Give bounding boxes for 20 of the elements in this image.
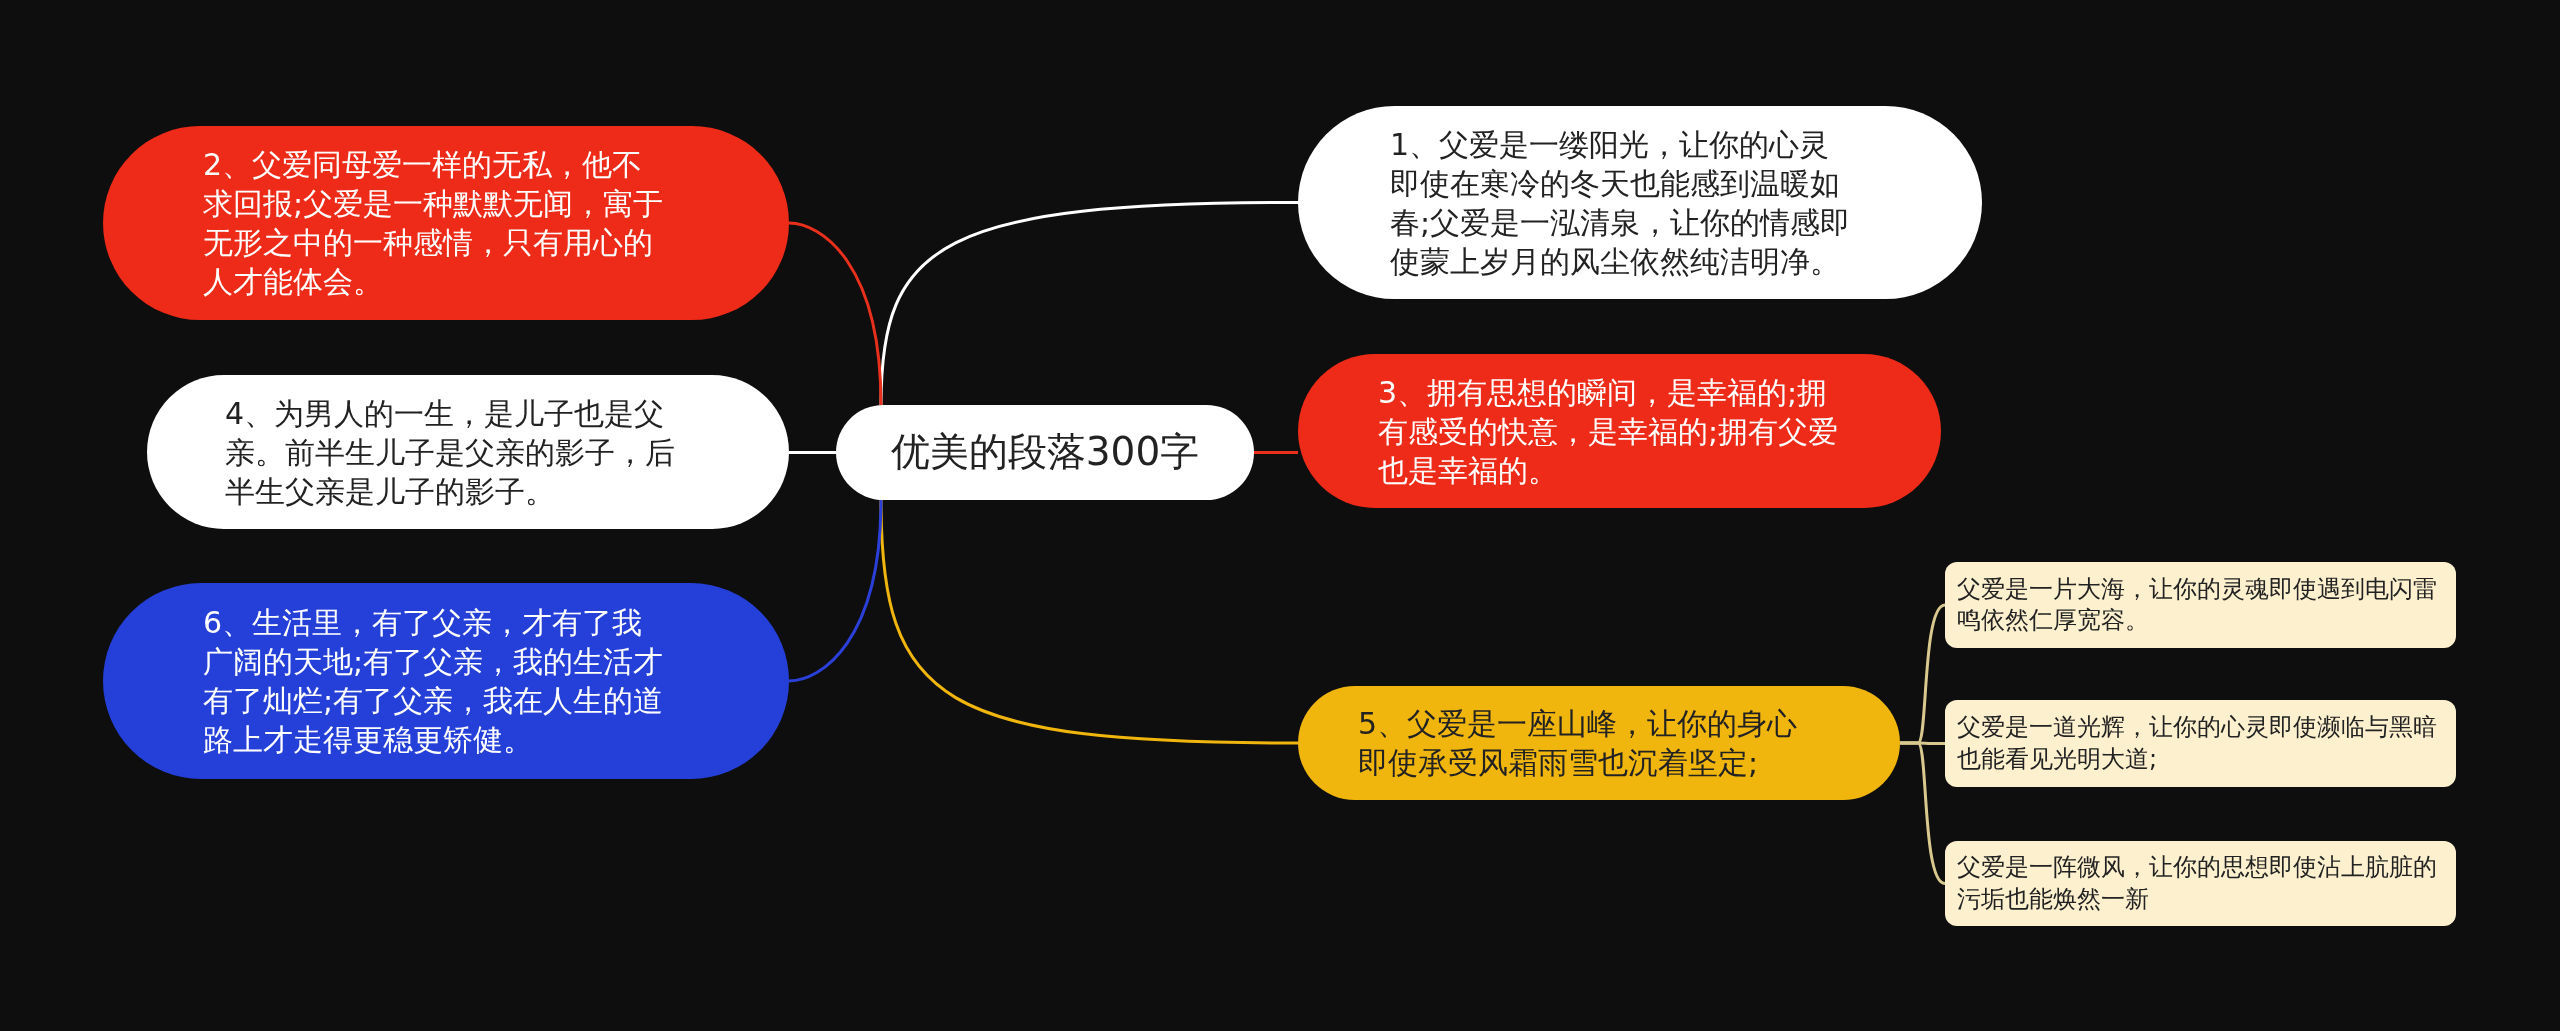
connector: [879, 201, 1298, 406]
connector: [789, 451, 836, 454]
connector: [788, 499, 883, 683]
topic-text: 父爱是一道光辉，让你的心灵即使濒临与黑暗也能看见光明大道;: [1957, 712, 2438, 775]
subtopic-card: [1945, 700, 2456, 787]
subtopic-card: [1945, 562, 2456, 648]
connector: [788, 221, 883, 406]
topic-text: 2、父爱同母爱一样的无私，他不求回报;父爱是一种默默无闻，寓于无形之中的一种感情，只有用心的人才能体会。: [203, 146, 665, 301]
topic-text: 1、父爱是一缕阳光，让你的心灵即使在寒冷的冬天也能感到温暖如春;父爱是一泓清泉，让你的情感即使蒙上岁月的风尘依然纯洁明净。: [1390, 125, 1852, 281]
topic-text: 5、父爱是一座山峰，让你的身心即使承受风霜雨雪也沉着坚定;: [1358, 705, 1799, 782]
connector: [879, 499, 1298, 745]
connector: [1254, 451, 1298, 454]
topic-text: 父爱是一片大海，让你的灵魂即使遇到电闪雷鸣依然仁厚宽容。: [1957, 573, 2438, 636]
connector: [1900, 741, 1946, 885]
topic-text: 4、为男人的一生，是儿子也是父亲。前半生儿子是父亲的影子，后半生父亲是儿子的影子。: [225, 394, 676, 511]
topic-text: 父爱是一阵微风，让你的思想即使沾上肮脏的污垢也能焕然一新: [1957, 852, 2438, 915]
subtopic-card: [1945, 841, 2456, 926]
topic-title: 优美的段落300字: [890, 428, 1200, 477]
topic-text: 3、拥有思想的瞬间，是幸福的;拥有感受的快意，是幸福的;拥有父爱也是幸福的。: [1378, 373, 1840, 490]
topic-text: 6、生活里，有了父亲，才有了我广阔的天地;有了父亲，我的生活才有了灿烂;有了父亲，我在人生的道路上才走得更稳更矫健。: [203, 604, 665, 759]
